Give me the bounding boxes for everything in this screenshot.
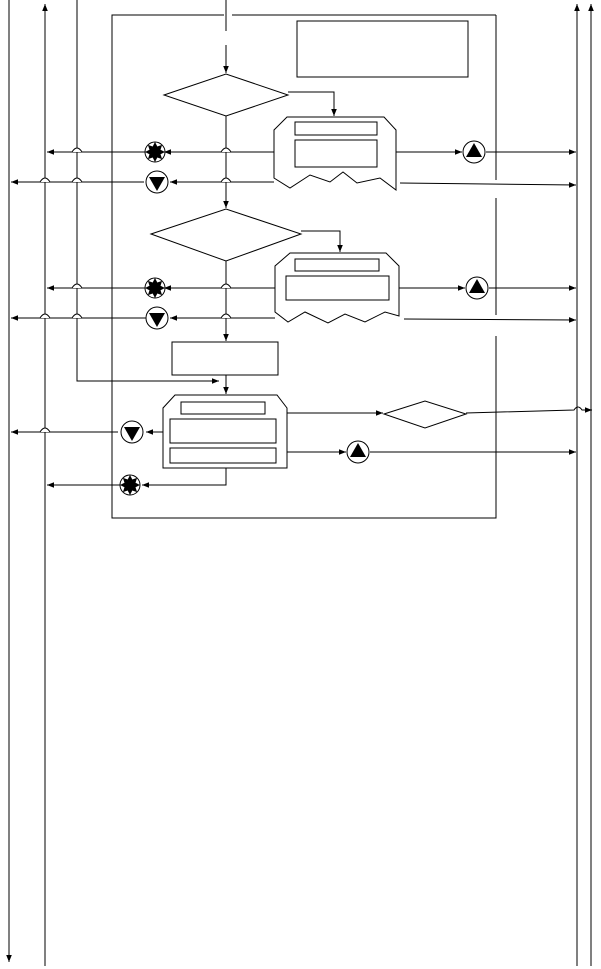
decision-block-2 [11, 208, 577, 324]
decision-diamond-1 [162, 73, 290, 117]
output-line-2 [403, 317, 577, 323]
decision-block-1 [11, 73, 577, 191]
left-rails [6, 0, 219, 966]
hop [39, 177, 51, 183]
triangle-down-marker [145, 306, 169, 330]
frame-outline [111, 14, 497, 519]
hop [39, 313, 51, 319]
star-marker [144, 141, 166, 163]
line-hops [39, 147, 232, 433]
hop [220, 313, 232, 319]
hop [71, 177, 83, 183]
octagon-3-field-3 [169, 447, 277, 464]
decision-2-branch [301, 230, 343, 252]
octagon-1-field-1 [294, 121, 378, 136]
diamond-3-output [465, 406, 592, 414]
main-frame [111, 14, 497, 519]
hop [71, 313, 83, 319]
star-line-3 [142, 468, 227, 488]
hop [71, 147, 83, 153]
triangle-down-marker [145, 170, 169, 194]
decision-diamond-3 [382, 400, 468, 429]
hop [220, 177, 232, 183]
bottom-block [11, 394, 592, 488]
octagon-3-field-2 [169, 418, 277, 444]
octagon-2-field-1 [294, 258, 380, 272]
octagon-1-field-2 [294, 139, 378, 168]
left-rail-feed [76, 0, 219, 384]
triangle-up-marker [346, 440, 370, 464]
output-line-1 [399, 182, 577, 188]
decision-1-branch [288, 91, 337, 116]
process-box [171, 341, 279, 376]
decision-diamond-2 [149, 208, 303, 262]
hop [220, 283, 232, 289]
triangle-up-marker [465, 276, 489, 300]
markers [119, 140, 489, 496]
octagon-3-field-1 [180, 401, 266, 415]
star-marker [119, 474, 141, 496]
note-box [296, 20, 469, 78]
octagon-2-field-2 [285, 275, 390, 301]
right-rails [574, 4, 594, 966]
hop [71, 283, 83, 289]
hop [39, 427, 51, 433]
triangle-up-marker [462, 140, 486, 164]
hop [220, 147, 232, 153]
triangle-down-marker [120, 420, 144, 444]
star-marker [144, 277, 166, 299]
